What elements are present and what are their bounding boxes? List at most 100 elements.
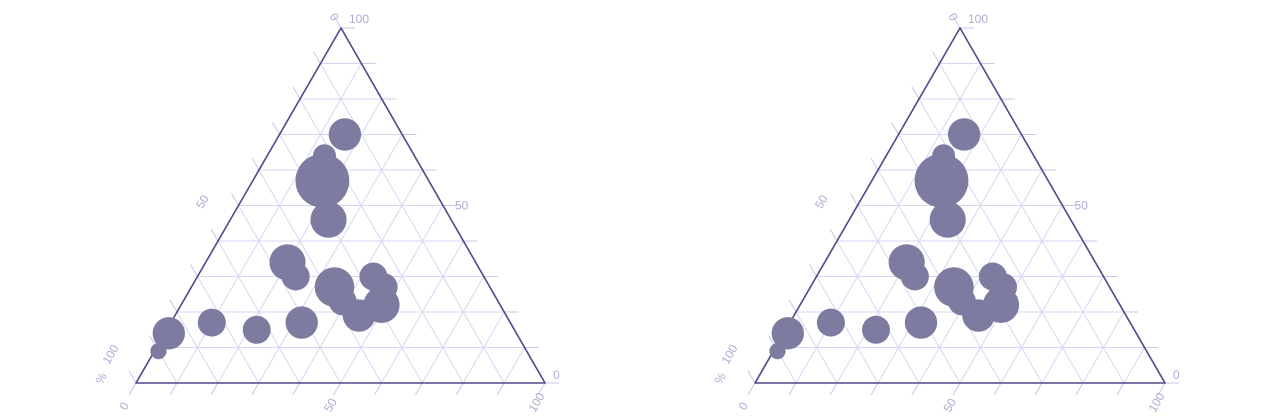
tick-mark	[952, 382, 961, 396]
tick-mark	[169, 382, 178, 396]
tick-mark	[1075, 382, 1084, 396]
bubble-point	[982, 286, 1020, 323]
tick-mark	[809, 264, 817, 277]
bottom-tick-0: 0	[116, 399, 132, 412]
bottom-tick-0: 0	[735, 399, 751, 412]
bubble-point	[947, 118, 981, 151]
ternary-chart-right: 0 100 50 0 50 100 % 0 50 100	[711, 11, 1180, 415]
tick-mark	[251, 382, 260, 396]
tick-mark	[829, 228, 838, 242]
tick-mark	[128, 382, 137, 396]
ternary-chart-left: 0 100 50 0 50 100 % 0 50 100	[92, 11, 560, 415]
tick-mark	[455, 382, 464, 396]
tick-mark	[788, 382, 797, 396]
tick-marks	[128, 15, 559, 396]
tick-mark	[231, 193, 239, 206]
tick-mark	[1034, 382, 1043, 396]
tick-mark	[313, 51, 321, 64]
tick-mark	[373, 382, 382, 396]
bubble-point	[914, 153, 969, 208]
grid-line	[877, 134, 1022, 384]
grid-line	[836, 240, 920, 384]
tick-mark	[911, 86, 920, 100]
tick-mark	[911, 382, 920, 396]
triangle-frame	[754, 27, 1166, 384]
right-tick-50: 50	[455, 199, 469, 213]
tick-mark	[210, 228, 219, 242]
tick-mark	[747, 382, 756, 396]
tick-mark	[251, 157, 260, 171]
tick-mark	[932, 51, 940, 64]
tick-mark	[850, 193, 858, 206]
bubble-point	[771, 317, 804, 350]
bottom-tick-50: 50	[940, 396, 959, 415]
apex-tick-0: 0	[945, 11, 961, 24]
left-tick-50: 50	[193, 192, 212, 211]
bubble-point	[363, 286, 400, 323]
tick-mark	[496, 382, 505, 396]
left-tick-50: 50	[812, 192, 831, 211]
grid-line	[1041, 276, 1104, 384]
grid-line	[176, 311, 219, 384]
bubble-point	[152, 317, 185, 350]
grid-line	[795, 311, 838, 384]
bubbles	[150, 118, 400, 360]
tick-mark	[537, 382, 546, 396]
bubble-point	[328, 118, 362, 151]
bottom-tick-50: 50	[321, 396, 340, 415]
tick-mark	[333, 15, 342, 29]
triangle-outline	[135, 27, 546, 384]
bubble-point	[281, 262, 310, 291]
tick-mark	[788, 299, 797, 313]
tick-marks	[747, 15, 1179, 396]
tick-mark	[829, 382, 838, 396]
tick-mark	[333, 382, 341, 396]
tick-mark	[292, 382, 301, 396]
bubble-point	[310, 201, 347, 238]
bubble-point	[150, 343, 167, 360]
bubble-point	[862, 315, 890, 344]
bubble-point	[285, 306, 318, 339]
grid-line	[197, 276, 260, 384]
bubble-point	[929, 201, 966, 238]
percent-label: %	[92, 370, 110, 387]
grid-line	[462, 311, 505, 384]
grid-line	[217, 240, 301, 384]
right-tick-50: 50	[1075, 199, 1089, 213]
bubble-point	[769, 343, 786, 360]
grid-line	[238, 205, 341, 384]
left-tick-100: 100	[718, 342, 740, 367]
tick-mark	[190, 264, 198, 277]
bubble-point	[900, 262, 929, 291]
grid-line	[1082, 311, 1125, 384]
bottom-tick-100: 100	[525, 390, 547, 415]
tick-mark	[414, 382, 423, 396]
tick-mark	[210, 382, 219, 396]
grid-line	[939, 63, 1125, 384]
left-tick-100: 100	[99, 342, 121, 367]
grid-line	[320, 63, 505, 384]
tick-mark	[747, 370, 756, 384]
bottom-tick-100: 100	[1145, 390, 1167, 415]
tick-mark	[952, 15, 961, 29]
bubble-point	[904, 306, 938, 339]
tick-mark	[870, 157, 879, 171]
right-tick-0: 0	[553, 368, 560, 382]
grid-line	[503, 347, 526, 384]
tick-mark	[128, 370, 137, 384]
tick-mark	[292, 86, 301, 100]
tick-mark	[272, 122, 280, 135]
tick-mark	[1157, 382, 1166, 396]
grid-line	[380, 240, 464, 384]
tick-mark	[891, 122, 899, 135]
percent-label: %	[711, 370, 729, 387]
grid-line	[1123, 347, 1145, 384]
grid-line	[857, 205, 961, 384]
bubble-point	[295, 153, 350, 208]
grid-line	[258, 134, 403, 384]
grid-line	[421, 276, 485, 384]
bubble-point	[197, 308, 226, 337]
apex-tick-0: 0	[326, 11, 342, 24]
tick-mark	[1116, 382, 1125, 396]
